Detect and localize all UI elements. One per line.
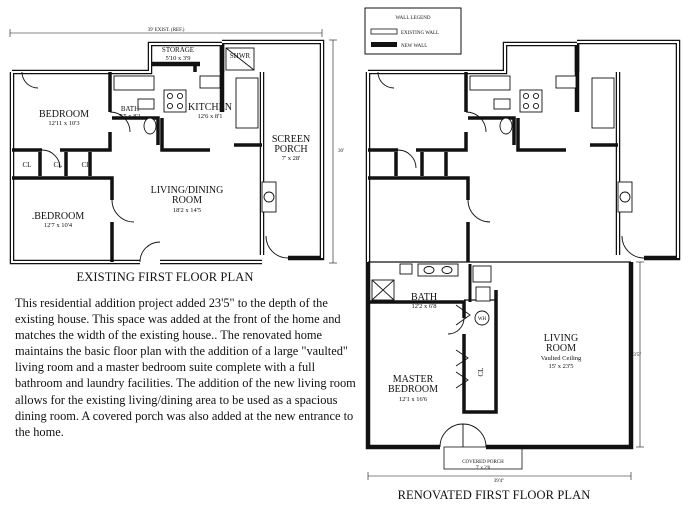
depth-dimension: 23'5" (631, 353, 641, 358)
closet-label-2: CL (54, 161, 63, 169)
living-dining-label-1: LIVING/DINING (151, 185, 224, 196)
covered-porch-dims: 7' x 2'6 (476, 466, 491, 471)
renovated-existing-fixtures (377, 71, 645, 259)
kitchen-dims: 12'6 x 8'1 (197, 113, 222, 120)
legend-title: WALL LEGEND (396, 16, 431, 21)
existing-wall-swatch (370, 28, 398, 35)
renovated-plan-caption: RENOVATED FIRST FLOOR PLAN (398, 488, 591, 502)
kitchen-sink-icon (199, 75, 221, 89)
living-room-note: Vaulted Ceiling (541, 355, 582, 362)
existing-depth-dimension: 30' (338, 149, 344, 154)
living-room-dims: 15' x 23'5 (548, 363, 573, 370)
bath-label: BATH (121, 105, 139, 113)
renovated-new-walls (365, 261, 634, 450)
dryer-icon (475, 286, 491, 302)
legend-existing-label: EXISTING WALL (401, 31, 439, 36)
existing-plan-caption: EXISTING FIRST FLOOR PLAN (77, 270, 254, 284)
new-bath-dims: 12'2 x 6'8 (411, 303, 436, 310)
toilet-icon (137, 98, 155, 110)
bath-sink-icon (143, 117, 157, 135)
living-room-label-1: LIVING (544, 333, 578, 344)
new-wall-swatch (371, 42, 397, 47)
wh-label: WH (478, 317, 487, 322)
new-bath-label: BATH (411, 292, 437, 303)
renovated-room-labels: BATH 12'2 x 6'8 WH CL LIVING ROOM Vaulte… (388, 292, 582, 471)
kitchen-label: KITCHEN (188, 102, 232, 113)
living-dining-label-2: ROOM (172, 195, 202, 206)
existing-overall-dimension: 39' EXIST. (REF.) (9, 28, 323, 37)
screen-porch-label-2: PORCH (274, 144, 307, 155)
wall-legend: WALL LEGEND EXISTING WALL NEW WALL (364, 7, 462, 55)
bedroom2-label: .BEDROOM (32, 211, 85, 222)
existing-side-dimension: 30' (329, 39, 344, 264)
renovated-dimensions: 23'5" 39'4" (367, 261, 644, 484)
screen-porch-dims: 7' x 28' (282, 155, 301, 162)
renovated-new-fixtures (371, 263, 523, 470)
screen-porch-label-1: SCREEN (272, 134, 310, 145)
bath-dims: 5'5 x 8'1 (119, 113, 141, 120)
bedroom-dims: 12'11 x 10'3 (48, 120, 79, 127)
stove-icon (163, 89, 187, 113)
project-description: This residential addition project added … (15, 296, 356, 439)
storage-label: STORAGE (162, 46, 194, 54)
legend-new-label: NEW WALL (401, 44, 427, 49)
toilet-icon (399, 263, 413, 275)
covered-porch-label: COVERED PORCH (462, 460, 504, 465)
existing-doors (21, 71, 289, 263)
existing-width-dimension: 39' EXIST. (REF.) (148, 28, 185, 33)
master-bedroom-label-2: BEDROOM (388, 384, 438, 395)
width-dimension: 39'4" (494, 479, 504, 484)
washer-icon (472, 265, 492, 283)
bathtub-icon (113, 75, 155, 91)
existing-interior-walls (12, 64, 262, 262)
existing-exterior-walls (9, 39, 325, 265)
master-bedroom-dims: 12'1 x 16'6 (399, 396, 428, 403)
water-heater-icon (474, 310, 490, 326)
living-room-label-2: ROOM (546, 343, 576, 354)
renovated-floor-plan: 23'5" 39'4" BATH 12'2 x 6'8 WH CL LIVING… (365, 39, 681, 502)
existing-room-labels: BEDROOM 12'11 x 10'3 BATH 5'5 x 8'1 KITC… (23, 46, 311, 229)
counter-icon (235, 77, 259, 129)
new-closet-label: CL (477, 368, 485, 377)
existing-floor-plan: 39' EXIST. (REF.) 30' (9, 28, 344, 284)
bedroom2-dims: 12'7 x 10'4 (44, 222, 73, 229)
living-dining-dims: 18'2 x 14'5 (173, 207, 201, 214)
storage-dims: 5'10 x 3'9 (165, 55, 190, 62)
master-bedroom-label-1: MASTER (393, 374, 434, 385)
existing-fixtures (113, 47, 277, 213)
bedroom-label: BEDROOM (39, 109, 89, 120)
closet-label-3: CL (82, 161, 91, 169)
renovated-existing-walls (365, 39, 681, 262)
covered-porch-outline (443, 446, 523, 470)
closet-label-1: CL (23, 161, 32, 169)
shower-label: SHWR (230, 52, 251, 60)
